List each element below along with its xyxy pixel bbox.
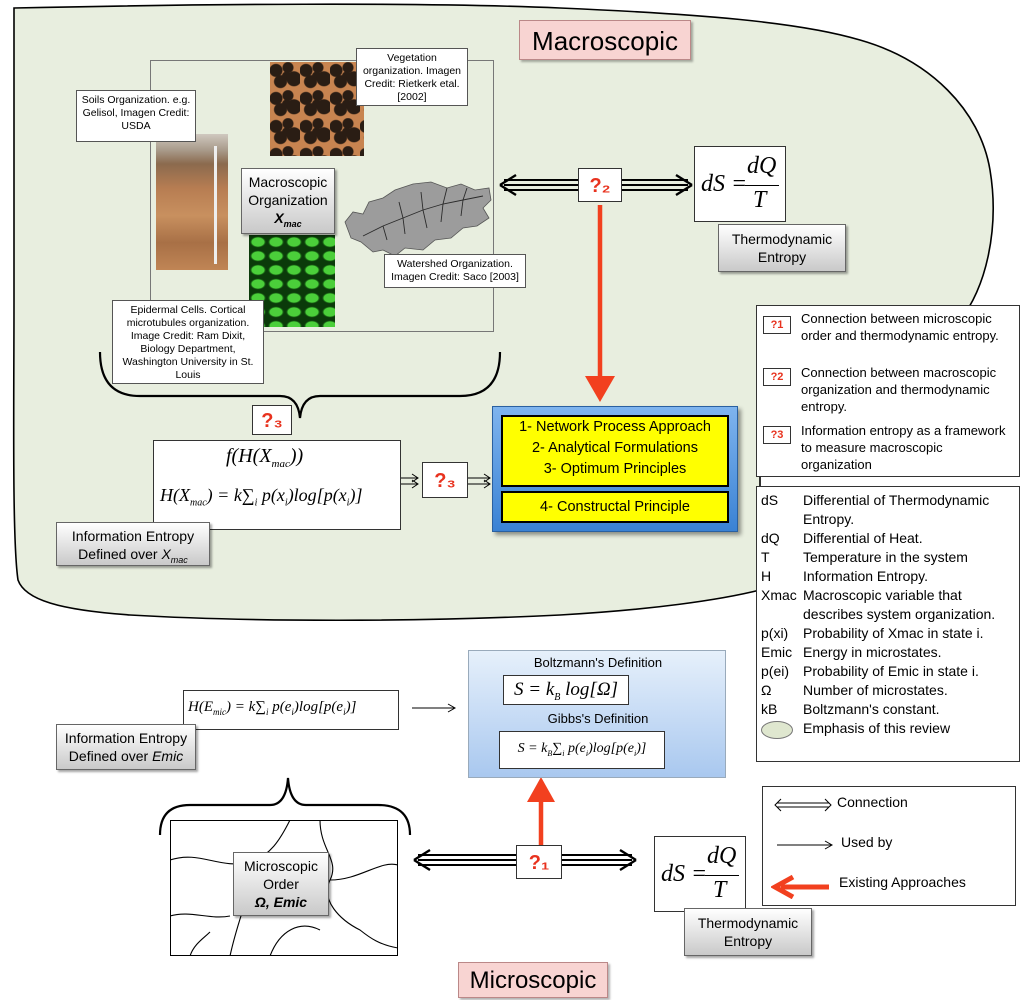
macroscopic-organization-box: Macroscopic Organization Xmac [241,168,335,234]
boltzmann-formula: S = kB log[Ω] [503,675,629,705]
used-by-arrow-micro [412,703,457,713]
arrow-legend: Connection Used by Existing Approaches [762,786,1016,906]
glossary-row: H Information Entropy. [761,567,1015,586]
gibbs-formula: S = kB∑i p(ei)log[p(ei)] [499,731,665,769]
glossary-symbol [761,719,803,739]
glossary-definition: Differential of Heat. [803,530,923,546]
legend-connection: Connection [837,794,908,810]
glossary-symbol: Emic [761,644,793,660]
glossary-row: Xmac Macroscopic variable that describes … [761,586,1015,624]
q3-side-marker: ?₃ [422,462,468,498]
macro-existing-approach-arrow [585,205,615,402]
glossary-row: kB Boltzmann's constant. [761,700,1015,719]
approach-3: 3- Optimum Principles [543,461,687,477]
q2-tag: ?2 [763,368,791,386]
glossary-definition: Boltzmann's constant. [803,701,940,717]
glossary-definition: Emphasis of this review [803,720,951,736]
soil-ruler [214,146,217,264]
glossary-definition: Macroscopic variable that describes syst… [803,587,996,622]
micro-brace [158,777,412,836]
macro-images-frame [150,60,494,332]
glossary-symbol: dS [761,492,779,508]
glossary-definition: Energy in microstates. [803,644,942,660]
watershed-caption: Watershed Organization. Imagen Credit: S… [384,254,526,288]
legend-existing: Existing Approaches [839,874,966,890]
vegetation-pattern-image [270,62,364,156]
macroscopic-region-label: Macroscopic [519,20,691,60]
emphasis-ellipse-icon [761,721,793,739]
glossary-symbol: Ω [761,682,772,698]
glossary-row: dQ Differential of Heat. [761,529,1015,548]
q3-tag: ?3 [763,426,791,444]
glossary-row: Emphasis of this review [761,719,1015,739]
approaches-list: 1- Network Process Approach 2- Analytica… [501,415,729,487]
q1-marker: ?₁ [516,845,562,879]
microscopic-order-box: Microscopic Order Ω, Emic [233,852,329,916]
micro-existing-approach-arrow [527,777,555,845]
q1-tag: ?1 [763,316,791,334]
glossary-row: T Temperature in the system [761,548,1015,567]
soils-caption: Soils Organization. e.g. Gelisol, Imagen… [76,90,196,142]
glossary-row: p(ei) Probability of Emic in state i. [761,662,1015,681]
q3-text: Information entropy as a framework to me… [801,423,1006,472]
glossary-definition: Probability of Emic in state i. [803,663,979,679]
glossary-legend: dS Differential of Thermodynamic Entropy.… [756,486,1020,762]
boltzmann-title: Boltzmann's Definition [533,655,663,670]
glossary-symbol: kB [761,701,778,717]
micro-info-entropy-formula: H(Emic) = k∑i p(ei)log[p(ei)] [183,690,399,730]
glossary-definition: Probability of Xmac in state i. [803,625,984,641]
legend-used-by: Used by [841,834,893,850]
macro-org-line2: Organization [248,192,328,208]
vegetation-caption: Vegetation organization. Imagen Credit: … [356,48,468,106]
gibbs-title: Gibbs's Definition [547,711,649,726]
q2-marker: ?₂ [578,168,622,202]
macro-brace [98,351,502,419]
glossary-row: p(xi) Probability of Xmac in state i. [761,624,1015,643]
approach-1: 1- Network Process Approach [519,419,711,435]
glossary-symbol: H [761,568,772,584]
arrow-legend-icons [771,798,834,899]
q2-text: Connection between macroscopic organizat… [801,365,997,414]
watershed-image [344,181,492,257]
glossary-symbol: p(ei) [761,663,790,679]
macro-info-entropy-label: Information Entropy Defined over Xmac [56,522,210,566]
q1-text: Connection between microscopic order and… [801,311,999,343]
macro-info-entropy-formula: f(H(Xmac)) H(Xmac) = k∑i p(xi)log[p(xi)] [153,440,401,530]
glossary-definition: Differential of Thermodynamic Entropy. [803,492,990,527]
macro-org-line1: Macroscopic [248,174,328,190]
micro-info-entropy-label: Information Entropy Defined over Emic [56,724,196,770]
glossary-symbol: T [761,549,770,565]
macro-thermo-formula: dS = dQ T [694,146,786,222]
micro-thermo-formula: dS = dQ T [654,836,746,912]
glossary-row: dS Differential of Thermodynamic Entropy. [761,491,1015,529]
q3-top-marker: ?₃ [252,405,292,435]
glossary-row: Ω Number of microstates. [761,681,1015,700]
glossary-definition: Number of microstates. [803,682,948,698]
approach-2: 2- Analytical Formulations [531,440,698,456]
constructal-principle: 4- Constructal Principle [501,491,729,523]
existing-approaches-panel: 1- Network Process Approach 2- Analytica… [492,406,738,532]
microscopic-region-label: Microscopic [458,962,608,998]
question-legend: ?1 Connection between microscopic order … [756,305,1020,477]
soil-profile-image [156,134,228,270]
glossary-definition: Information Entropy. [803,568,929,584]
epidermal-caption: Epidermal Cells. Cortical microtubules o… [112,300,264,384]
glossary-symbol: dQ [761,530,780,546]
glossary-row: Emic Energy in microstates. [761,643,1015,662]
statistical-definitions-panel: Boltzmann's Definition S = kB log[Ω] Gib… [468,650,726,778]
glossary-symbol: Xmac [761,587,797,603]
glossary-definition: Temperature in the system [803,549,968,565]
glossary-symbol: p(xi) [761,625,789,641]
macro-org-var: Xmac [274,210,302,229]
